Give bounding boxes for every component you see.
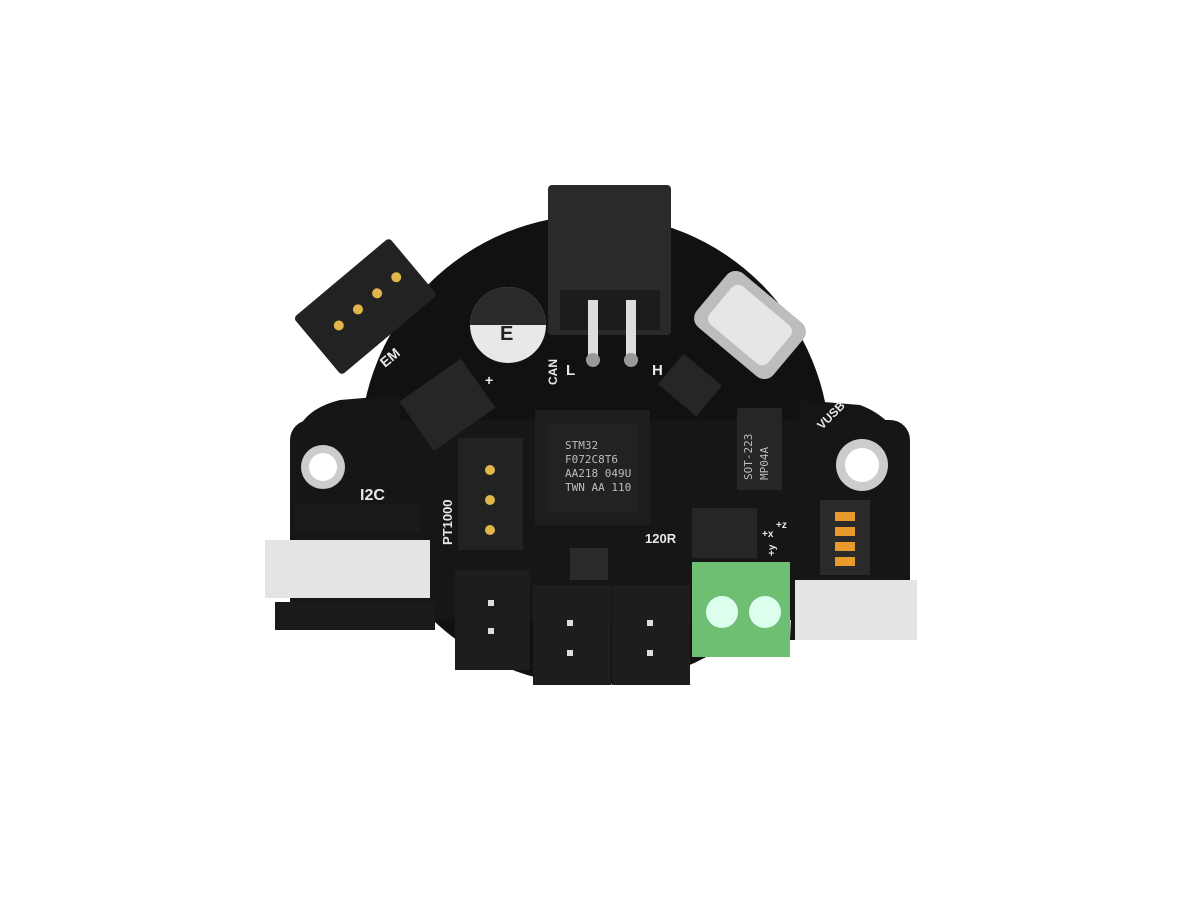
regulator-text-1: SOT-223 (742, 434, 755, 480)
mosfet (692, 508, 757, 558)
can-terminal-block (692, 562, 790, 657)
mcu-chip: STM32 F072C8T6 AA218 049U TWN AA 110 (535, 410, 650, 525)
probe-jst-connector (795, 580, 917, 640)
voltage-regulator: SOT-223 MP04A (737, 408, 782, 490)
fan-connectors (455, 570, 690, 685)
label-axis-z: +z (776, 520, 787, 531)
label-i2c: I2C (360, 487, 385, 504)
pin-header-bottom (275, 602, 435, 630)
label-axis-x: +x (762, 529, 774, 540)
regulator-text-2: MP04A (758, 447, 771, 480)
accelerometer-chip (399, 358, 496, 451)
capacitor-mark: E (500, 323, 513, 345)
mcu-text-3: AA218 049U (565, 467, 631, 480)
polarity-mark: + (485, 372, 493, 388)
i2c-jst-connector (265, 540, 430, 598)
dip-switch (820, 500, 870, 575)
pin-header-top (295, 505, 420, 533)
can-power-connector (548, 185, 671, 367)
mcu-text-2: F072C8T6 (565, 453, 618, 466)
label-can: CAN (546, 359, 560, 385)
usb-c-port (694, 270, 806, 380)
label-can-h: H (652, 362, 663, 379)
crystal (570, 548, 608, 580)
label-pt1000: PT1000 (440, 499, 455, 545)
label-axis-y: +y (767, 544, 778, 556)
endstop-connector (294, 239, 436, 374)
label-can-l: L (566, 362, 575, 379)
mcu-text-4: TWN AA 110 (565, 481, 631, 494)
label-120r: 120R (645, 531, 677, 546)
mcu-text-1: STM32 (565, 439, 598, 452)
